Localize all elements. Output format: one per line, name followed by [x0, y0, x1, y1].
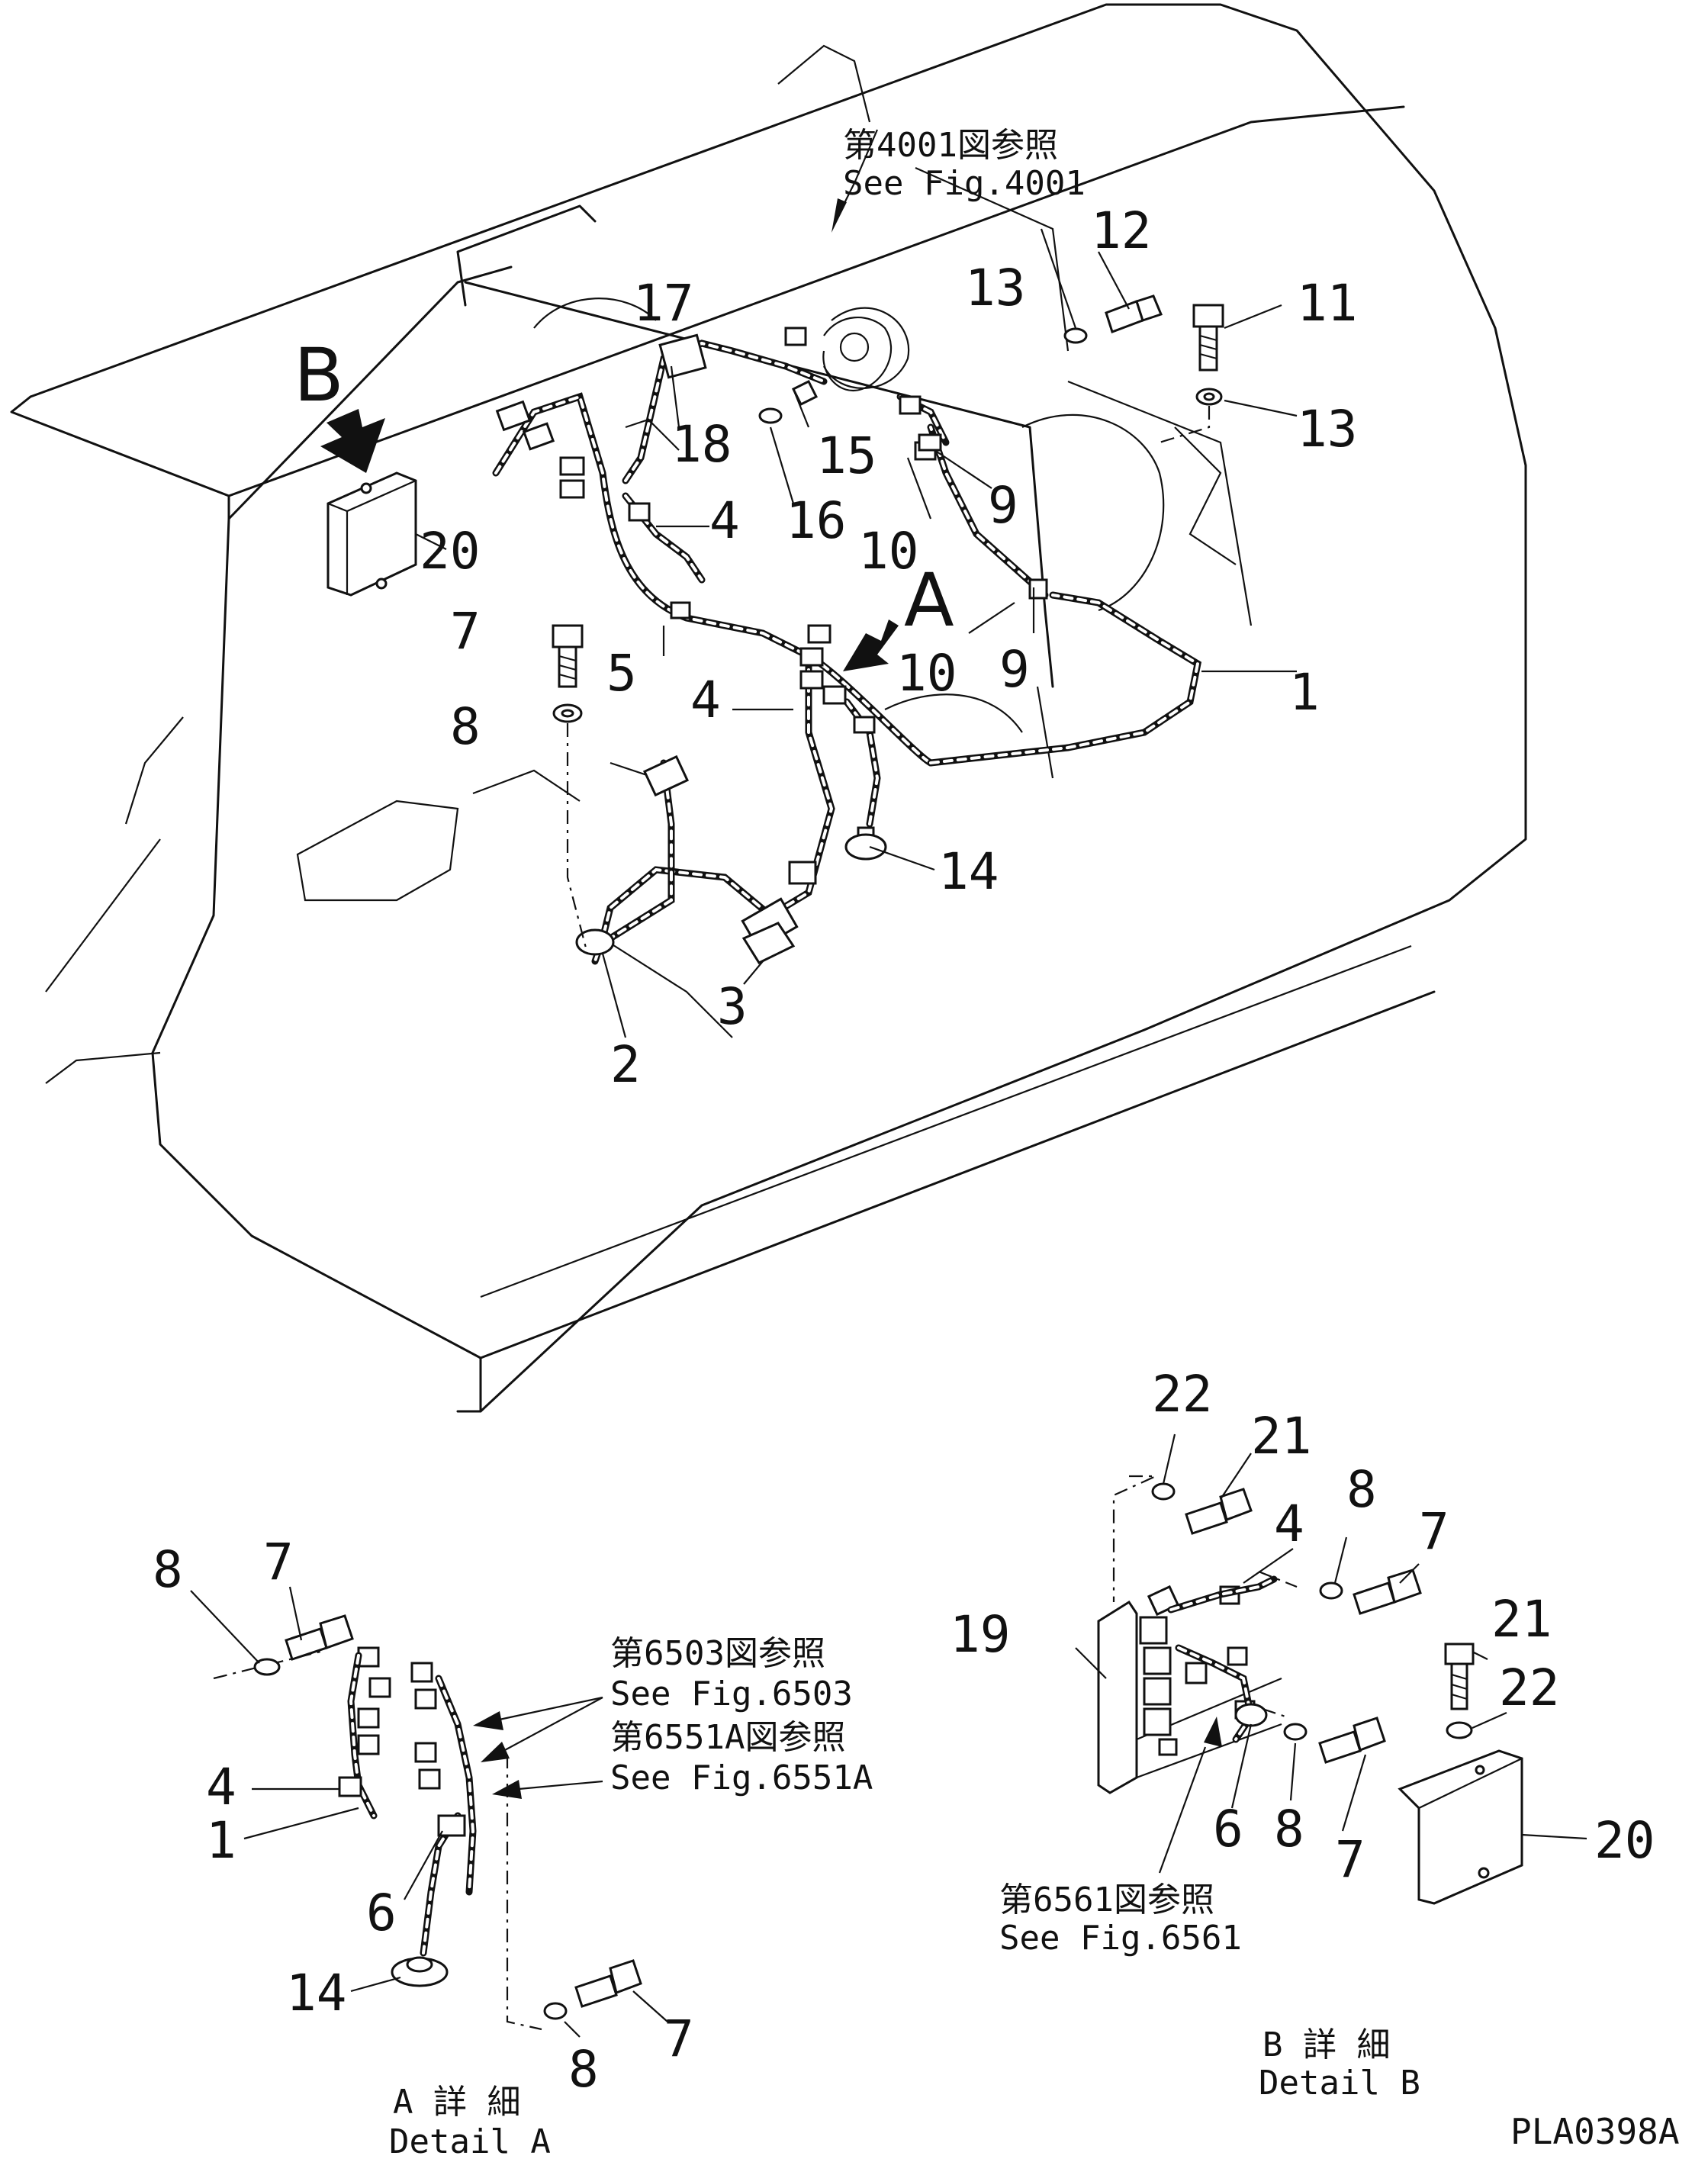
detail-a-bolt-7-lower — [574, 1959, 642, 2008]
controller-box-20 — [326, 471, 417, 597]
detail-b-clamp-6 — [1234, 1703, 1268, 1727]
ref-6561-en: See Fig.6561 — [999, 1919, 1242, 1958]
callout-17: 17 — [633, 274, 693, 333]
callout-15: 15 — [816, 426, 877, 485]
sensor-15-main — [791, 379, 819, 407]
callout-9-lower: 9 — [999, 640, 1030, 699]
detail-b-bolt-21-right — [1444, 1643, 1475, 1710]
callout-7-main: 7 — [450, 602, 481, 661]
bolt-12-main — [1105, 294, 1163, 333]
detail-b-callout-21-right: 21 — [1491, 1590, 1552, 1649]
detail-b-callout-22-right: 22 — [1499, 1659, 1559, 1717]
detail-b-cover-20 — [1398, 1749, 1523, 1905]
detail-a-view: 1 4 6 7 7 8 8 14 第6503図参照 See Fig.6503 第… — [153, 1533, 873, 2159]
detail-a-caption-en: Detail A — [389, 2122, 551, 2159]
ref-6551-en: See Fig.6551A — [610, 1758, 873, 1797]
callout-10-upper: 10 — [858, 522, 918, 581]
callout-2: 2 — [610, 1035, 641, 1094]
detail-b-callout-21-upper: 21 — [1251, 1407, 1311, 1466]
detail-b-callout-4: 4 — [1274, 1495, 1304, 1553]
turbo-assembly — [822, 316, 893, 391]
detail-b-bolt-7-upper — [1353, 1569, 1422, 1615]
callout-11: 11 — [1297, 274, 1357, 333]
detail-b-bolt-21-upper — [1185, 1488, 1253, 1535]
part-3-main — [741, 922, 796, 964]
view-arrow-a — [843, 619, 899, 671]
ref-4001-jp: 第4001図参照 — [843, 126, 1058, 165]
main-callouts: 1 2 3 4 4 5 7 8 9 9 10 10 11 12 13 13 14… — [294, 201, 1357, 1094]
callout-18: 18 — [671, 415, 732, 474]
detail-a-callout-8-lower: 8 — [568, 2040, 599, 2099]
washer-13-main-left — [1063, 327, 1088, 344]
detail-b-callout-8-upper: 8 — [1346, 1460, 1377, 1519]
detail-a-caption-jp: A 詳 細 — [393, 2083, 520, 2122]
ref-4001-en: See Fig.4001 — [843, 164, 1086, 203]
detail-b-view: 4 6 7 7 8 8 19 20 21 21 22 22 第6561図参照 S… — [950, 1365, 1655, 2103]
detail-b-washer-22-right — [1446, 1721, 1473, 1739]
detail-b-bracket-19 — [1097, 1600, 1282, 1794]
callout-3: 3 — [717, 977, 748, 1036]
view-arrows — [320, 409, 899, 671]
callout-16: 16 — [786, 491, 846, 550]
ref-6561-jp: 第6561図参照 — [999, 1881, 1214, 1919]
washer-13-main-right — [1195, 388, 1223, 406]
view-label-a: A — [904, 558, 954, 643]
detail-b-bolt-7-lower — [1318, 1717, 1386, 1764]
leader-lines-main — [415, 129, 1298, 1038]
callout-20-main: 20 — [420, 522, 480, 581]
detail-a-callout-4: 4 — [206, 1758, 236, 1816]
callout-9-upper: 9 — [988, 476, 1018, 535]
detail-a-callout-1: 1 — [206, 1811, 236, 1870]
detail-b-washer-8-lower — [1283, 1723, 1308, 1741]
detail-a-callout-6: 6 — [366, 1884, 397, 1942]
detail-b-caption-en: Detail B — [1259, 2064, 1420, 2103]
detail-b-callout-22-upper: 22 — [1152, 1365, 1212, 1424]
ref-6503-jp: 第6503図参照 — [610, 1634, 825, 1673]
detail-a-bolt-7-upper — [285, 1614, 354, 1661]
ref-6551-jp: 第6551A図参照 — [610, 1718, 845, 1757]
view-arrow-b — [320, 409, 385, 473]
callout-4-upper: 4 — [709, 491, 740, 550]
detail-b-caption-jp: B 詳 細 — [1263, 2025, 1390, 2064]
main-fasteners — [552, 294, 1224, 964]
detail-a-clamp-6 — [437, 1814, 466, 1837]
callout-1: 1 — [1289, 663, 1320, 722]
bolt-7-main — [552, 624, 584, 688]
detail-b-callout-6: 6 — [1213, 1800, 1243, 1858]
detail-a-sensor-14 — [391, 1956, 449, 1987]
callout-4-lower: 4 — [690, 671, 721, 729]
detail-a-washer-8-upper — [253, 1658, 281, 1676]
detail-b-callout-8-lower: 8 — [1274, 1800, 1304, 1858]
detail-b-washer-22-upper — [1151, 1482, 1176, 1501]
detail-a-callout-7-upper: 7 — [263, 1533, 294, 1591]
callout-5: 5 — [606, 644, 637, 703]
detail-b-callout-7-lower: 7 — [1335, 1830, 1365, 1889]
reference-4001: 第4001図参照 See Fig.4001 — [843, 126, 1086, 203]
detail-a-clip-4 — [338, 1776, 362, 1797]
detail-a-washer-8-lower — [543, 2002, 568, 2020]
detail-b-callout-19: 19 — [950, 1605, 1010, 1664]
sensor-14-main — [844, 833, 887, 861]
detail-a-callout-7-lower: 7 — [664, 2009, 694, 2068]
detail-a-callout-14: 14 — [286, 1964, 346, 2022]
view-label-b: B — [294, 333, 344, 418]
ref-6503-en: See Fig.6503 — [610, 1675, 853, 1713]
callout-10-lower: 10 — [896, 644, 957, 703]
detail-b-callout-7-upper: 7 — [1419, 1502, 1449, 1561]
callout-13-right: 13 — [1297, 400, 1357, 459]
callout-8-main: 8 — [450, 697, 481, 756]
detail-a-callout-8-upper: 8 — [153, 1540, 183, 1599]
washer-8-main — [552, 703, 583, 723]
callout-12: 12 — [1091, 201, 1151, 260]
drawing-code: PLA0398A — [1510, 2111, 1680, 2152]
detail-b-washer-8-upper — [1319, 1581, 1343, 1600]
bolt-11-main — [1192, 304, 1224, 372]
callout-14-main: 14 — [938, 842, 999, 901]
washer-16-main — [758, 407, 783, 424]
callout-13-upper: 13 — [965, 259, 1025, 317]
detail-b-callout-20: 20 — [1594, 1811, 1655, 1870]
